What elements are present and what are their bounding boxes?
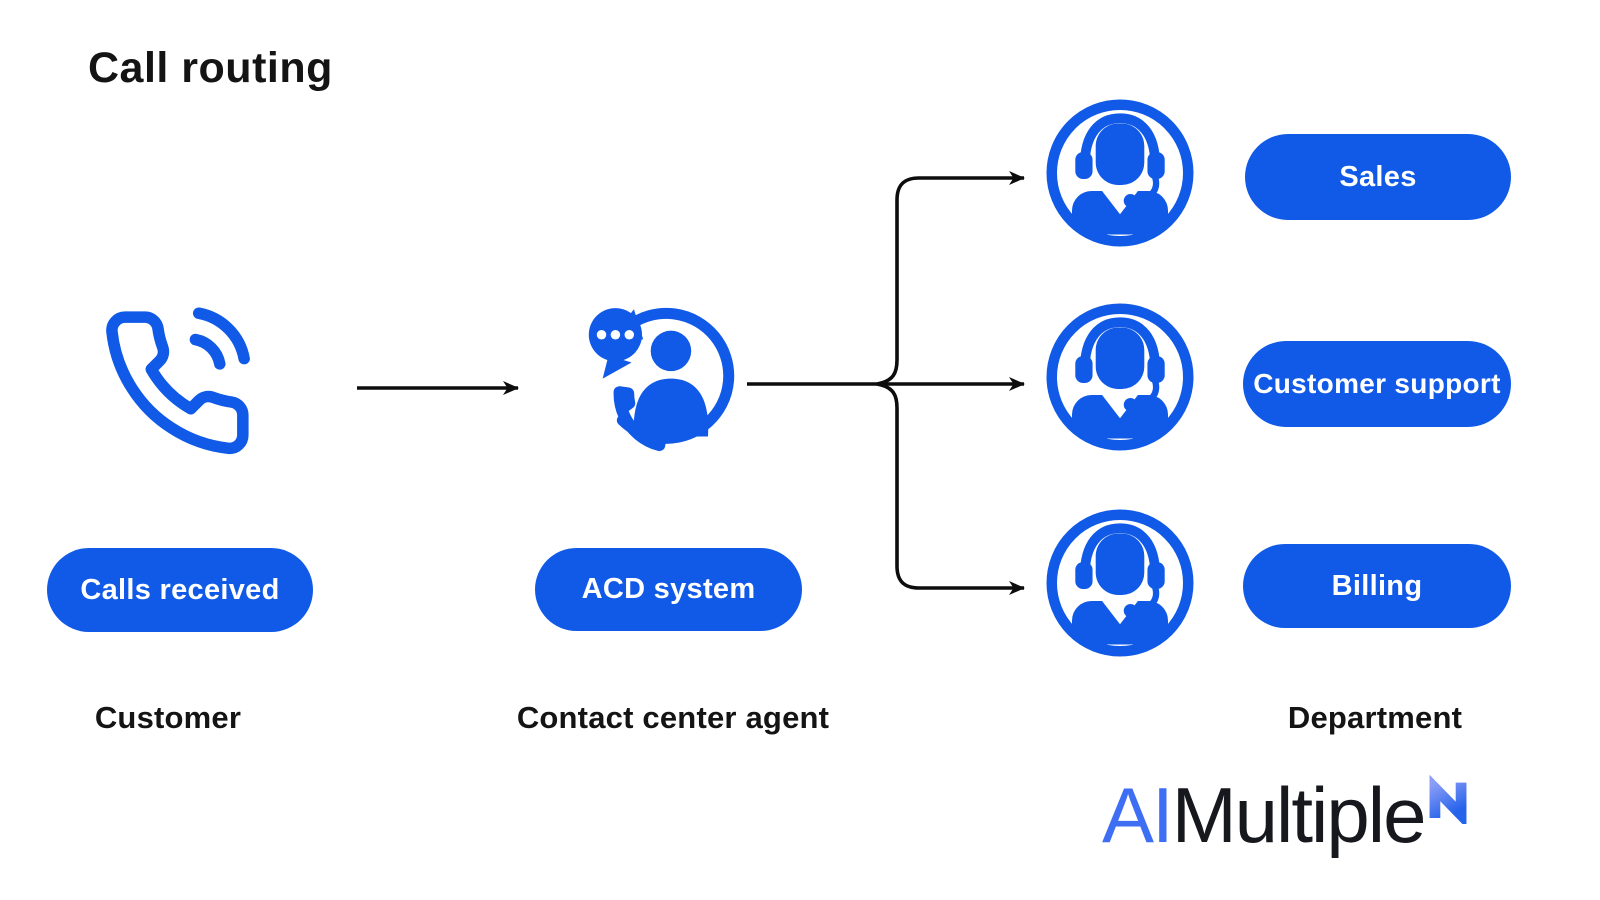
contact-center-agent-column-label: Contact center agent (516, 700, 830, 735)
department-pill-billing: Billing (1243, 544, 1511, 628)
customer-column-label: Customer (94, 700, 242, 735)
phone-icon (106, 307, 250, 455)
headset-agent-icon (1046, 303, 1194, 451)
headset-agent-icon (1046, 99, 1194, 247)
logo-text-multiple: Multiple (1171, 771, 1427, 859)
department-pill-customer-support: Customer support (1243, 341, 1511, 427)
logo-bolt-icon (1430, 774, 1467, 824)
logo-text-ai: AI (1102, 771, 1174, 859)
page-title: Call routing (88, 44, 333, 92)
arrow-to-billing (876, 382, 1025, 595)
department-column-label: Department (1287, 700, 1463, 735)
acd-system-icon (588, 307, 735, 452)
calls-received-pill: Calls received (47, 548, 313, 632)
acd-system-pill: ACD system (535, 548, 802, 631)
headset-agent-icon (1046, 509, 1194, 657)
department-pill-sales: Sales (1245, 134, 1511, 220)
arrow-to-sales (876, 171, 1025, 386)
